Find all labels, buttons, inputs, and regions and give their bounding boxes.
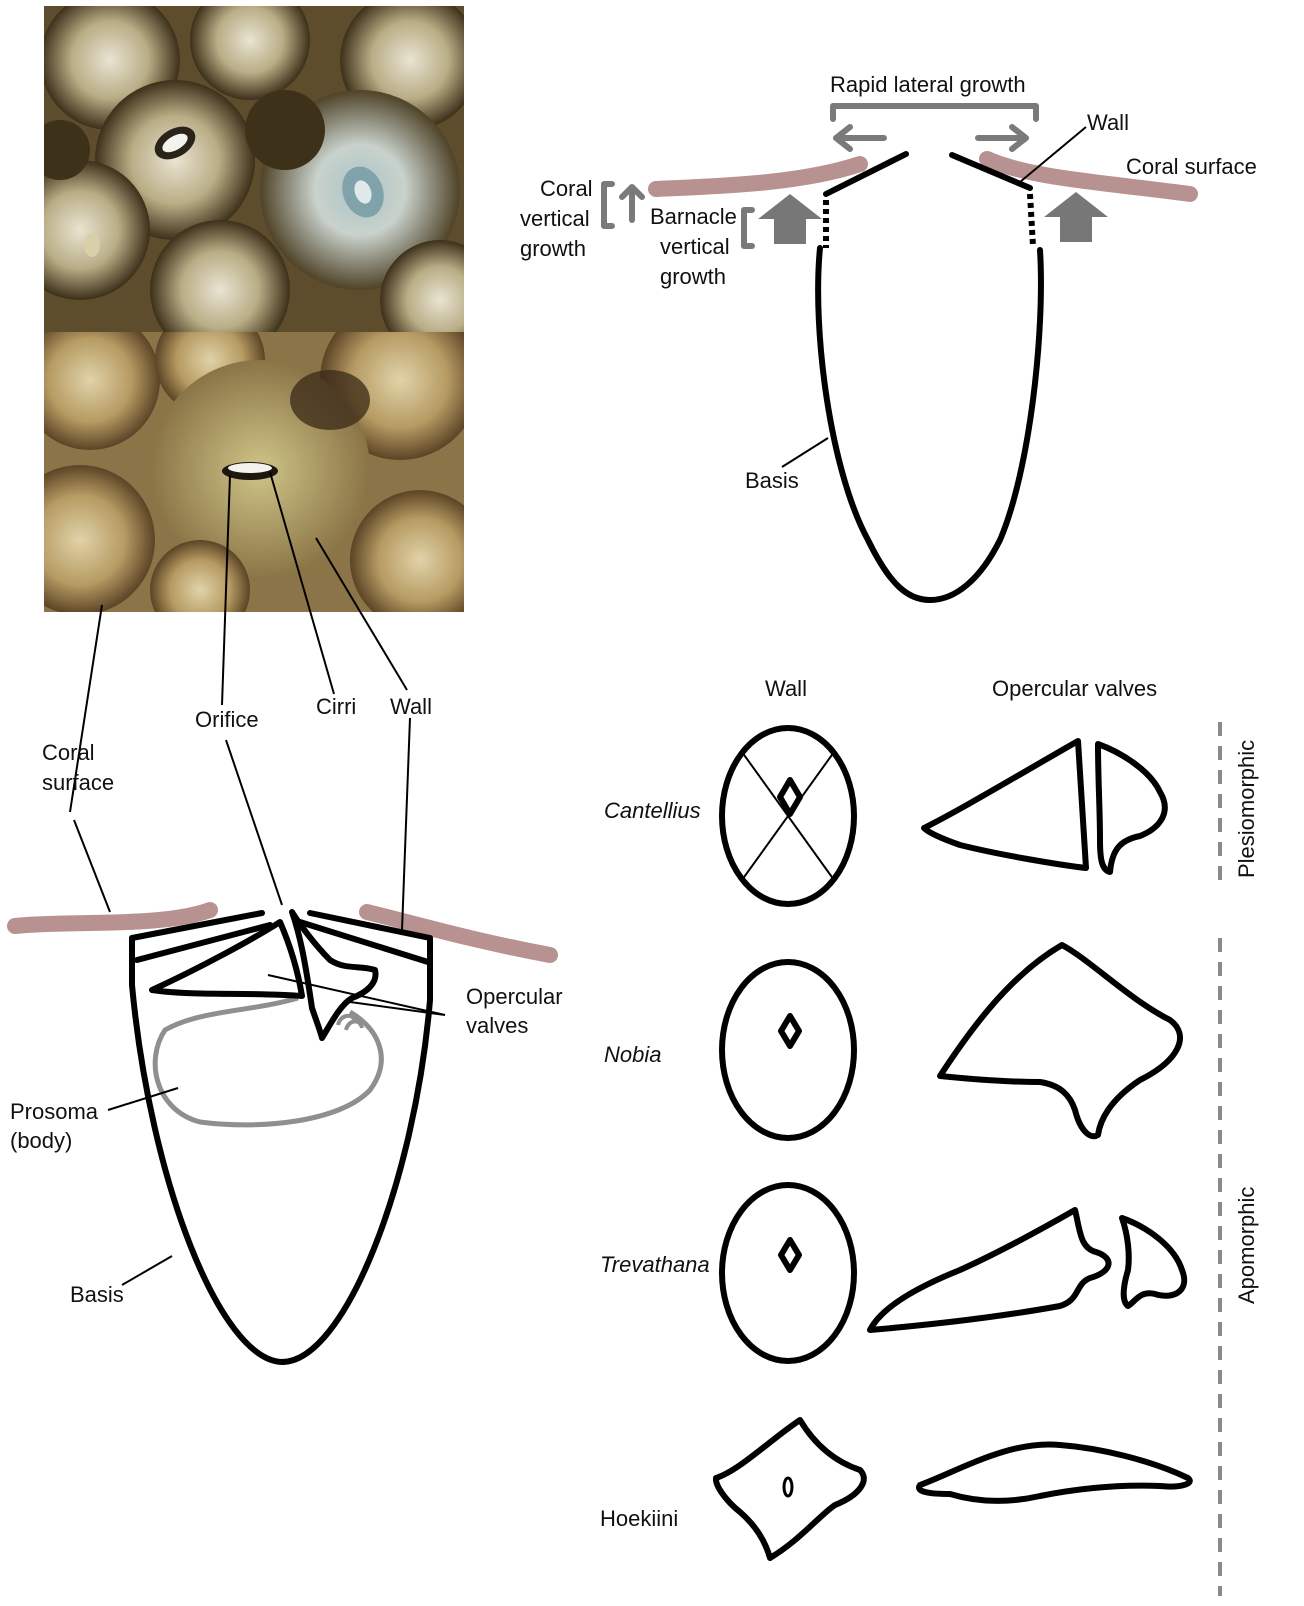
bottom-photo: [5, 300, 490, 640]
wall-shape-hoekiini: [716, 1420, 864, 1558]
label-coral-vertical-3: growth: [520, 236, 586, 261]
barnacle-vertical-arrow-left: [758, 194, 822, 244]
label-barnacle-vertical-1: Barnacle: [650, 204, 737, 229]
label-coral-surface-gr: Coral surface: [1126, 154, 1257, 179]
label-coral-vertical-2: vertical: [520, 206, 590, 231]
opercular-valve-left: [152, 922, 302, 996]
wall-shape-cantellius: [722, 728, 854, 904]
morphology-comparison: Wall Opercular valves Cantellius Nobia T…: [600, 676, 1259, 1596]
leader-basis-left: [122, 1256, 172, 1285]
leader-basis-gr: [782, 438, 828, 467]
label-prosoma-2: (body): [10, 1128, 72, 1153]
label-opercular-valves-1: Opercular: [466, 984, 563, 1009]
taxon-nobia: Nobia: [604, 1042, 661, 1067]
label-opercular-valves-2: valves: [466, 1013, 528, 1038]
coral-surface-gr-left: [656, 164, 860, 189]
taxon-trevathana: Trevathana: [600, 1252, 710, 1277]
coral-vertical-arrow: [622, 187, 642, 220]
label-basis-left: Basis: [70, 1282, 124, 1307]
wall-orifice-hoekiini: [784, 1478, 792, 1496]
group-plesiomorphic: Plesiomorphic: [1234, 740, 1259, 878]
label-wall-left: Wall: [390, 694, 432, 719]
label-orifice: Orifice: [195, 707, 259, 732]
wall-shape-trevathana: [722, 1185, 854, 1361]
column-header-opercular-valves: Opercular valves: [992, 676, 1157, 701]
label-coral-vertical-1: Coral: [540, 176, 593, 201]
label-wall-gr: Wall: [1087, 110, 1129, 135]
label-cirri: Cirri: [316, 694, 356, 719]
label-rapid-lateral-growth: Rapid lateral growth: [830, 72, 1026, 97]
label-coral-surface-2: surface: [42, 770, 114, 795]
barnacle-vertical-bracket: [744, 210, 752, 246]
label-prosoma-1: Prosoma: [10, 1099, 99, 1124]
lateral-growth-bracket: [833, 106, 1036, 119]
valve-shape-nobia: [940, 945, 1180, 1136]
basis-outline: [818, 248, 1041, 600]
label-barnacle-vertical-3: growth: [660, 264, 726, 289]
column-header-wall: Wall: [765, 676, 807, 701]
label-basis-gr: Basis: [745, 468, 799, 493]
label-barnacle-vertical-2: vertical: [660, 234, 730, 259]
valve-shape-hoekiini: [919, 1444, 1190, 1500]
valve-shape-trevathana: [870, 1210, 1184, 1330]
arrow-right-lateral: [978, 127, 1026, 149]
label-coral-surface-1: Coral: [42, 740, 95, 765]
growth-diagram: Rapid lateral growth Wall Coral surface …: [520, 72, 1257, 600]
taxon-hoekiini: Hoekiini: [600, 1506, 678, 1531]
top-photo: [10, 0, 500, 360]
group-apomorphic: Apomorphic: [1234, 1187, 1259, 1304]
arrow-left-lateral: [836, 127, 884, 149]
coral-vertical-bracket: [604, 184, 612, 226]
barnacle-vertical-arrow-right: [1044, 192, 1108, 242]
coral-surface-left: [15, 910, 210, 926]
wall-shape-nobia: [722, 962, 854, 1138]
leader-wall-section: [402, 718, 410, 930]
valve-shape-cantellius: [924, 741, 1165, 872]
wall-dashes-right: [1030, 194, 1033, 246]
taxon-cantellius: Cantellius: [604, 798, 701, 823]
